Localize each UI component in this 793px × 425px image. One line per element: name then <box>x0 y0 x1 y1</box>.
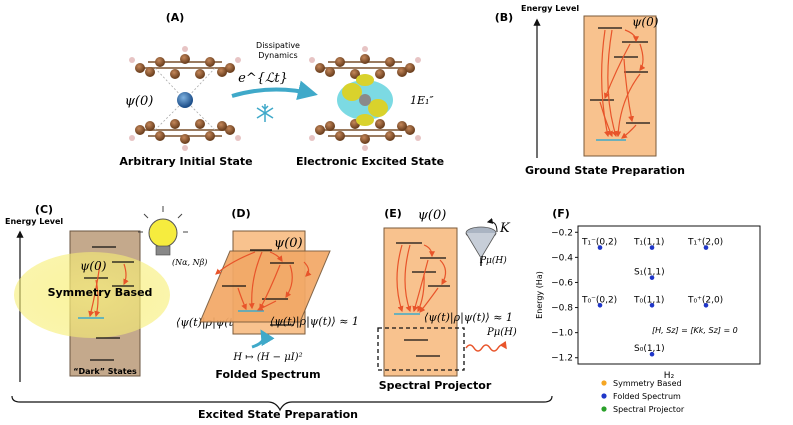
relaxation-arrows-d <box>215 251 312 311</box>
relaxation-arrows-e <box>396 244 447 313</box>
energy-axis-label-c: Energy Level <box>5 217 63 226</box>
panel-letter-d: (D) <box>231 207 250 220</box>
dissipative-label: Dissipative <box>256 41 300 50</box>
legend-entry: Symmetry Based <box>613 379 682 388</box>
light-bulb-icon <box>138 206 188 256</box>
point-label: T₁(1,1) <box>633 238 664 248</box>
k-arrow <box>486 218 498 233</box>
energy-levels-b <box>590 27 650 124</box>
k-label: K <box>499 221 511 236</box>
excited-state-label: 1E₁″ <box>410 94 434 107</box>
energy-box-b <box>583 15 657 157</box>
expectation-label-d: ⟨ψ(t)|ρ|ψ(t)⟩ ≈ 1 <box>270 315 359 329</box>
legend-marker <box>601 406 607 412</box>
molecule-right <box>309 46 421 151</box>
data-point <box>649 275 655 280</box>
symmetry-glow <box>14 252 170 338</box>
data-point <box>649 351 655 357</box>
point-label: S₀(1,1) <box>634 344 665 354</box>
point-label: T₀(1,1) <box>633 295 664 305</box>
x-axis-label: H₂ <box>664 371 675 381</box>
projector-label-top: Pμ(H) <box>479 255 507 266</box>
psi-label-a: ψ(0) <box>125 94 154 109</box>
data-point <box>649 302 655 308</box>
point-label: T₀⁻(0,2) <box>581 295 617 305</box>
data-point <box>703 245 709 250</box>
caption-excited-state: Electronic Excited State <box>296 155 444 168</box>
caption-folded-spectrum: Folded Spectrum <box>215 368 320 381</box>
energy-levels-c <box>84 246 134 361</box>
data-point <box>597 302 603 308</box>
projector-label-bottom: Pμ(H) <box>486 327 517 338</box>
projection-wave-arrow <box>465 340 507 352</box>
dark-states-label: “Dark” States <box>73 367 137 376</box>
snowflake-icon <box>256 104 274 122</box>
panel-a: (A) ψ(0) <box>119 11 444 168</box>
caption-spectral-projector: Spectral Projector <box>379 379 492 392</box>
legend-entry: Spectral Projector <box>613 405 685 414</box>
point-label: T₁⁺(2,0) <box>687 238 723 248</box>
point-label: T₀⁺(2,0) <box>687 295 723 305</box>
projected-out-region <box>377 327 465 371</box>
dynamics-label: Dynamics <box>258 51 297 60</box>
y-tick-label: −0.4 <box>551 253 573 263</box>
caption-ground-state: Ground State Preparation <box>525 164 685 177</box>
psi-label-e: ψ(0) <box>418 208 447 223</box>
point-label: S₁(1,1) <box>634 268 665 278</box>
bulb-quantum-numbers: (Nα, Nβ) <box>172 258 207 267</box>
point-label: T₁⁻(0,2) <box>581 238 617 248</box>
legend-marker <box>601 380 607 386</box>
caption-excited-state-preparation: Excited State Preparation <box>198 408 358 421</box>
y-axis-label: Energy (Ha) <box>535 271 544 319</box>
metal-atom-icon <box>177 92 193 108</box>
panel-d: (D) ψ(0) ⟨ψ(t)|ρ|ψ(t)⟩ ≈ 1 H ↦ (H − μI)²… <box>199 207 359 381</box>
psi-label-b: ψ(0) <box>632 15 659 29</box>
panel-e: (E) ψ(0) ⟨ψ(t)|ρ|ψ(t)⟩ ≈ 1 <box>377 207 517 392</box>
energy-chart: −0.2 −0.4 −0.6 −0.8 −1.0 −1.2 Energy (Ha) H₂ T₁⁻… <box>535 225 761 414</box>
data-point <box>597 245 603 250</box>
orbital-density-icon <box>337 74 393 126</box>
psi-label-d: ψ(0) <box>274 236 303 251</box>
expectation-label-e: ⟨ψ(t)|ρ|ψ(t)⟩ ≈ 1 <box>424 311 513 325</box>
caption-initial-state: Arbitrary Initial State <box>119 155 252 168</box>
y-tick-label: −0.2 <box>551 228 573 238</box>
legend-entry: Folded Spectrum <box>613 392 681 401</box>
data-point <box>649 245 655 250</box>
plot-frame <box>577 225 761 365</box>
excited-state-brace <box>11 395 553 412</box>
panel-letter-a: (A) <box>166 11 185 24</box>
dynamics-arrow <box>231 80 318 101</box>
y-tick-label: −0.6 <box>551 278 573 288</box>
panel-letter-e: (E) <box>384 207 402 220</box>
data-point <box>703 302 709 308</box>
fold-transform-label: H ↦ (H − μI)² <box>232 352 302 363</box>
y-tick-label: −1.2 <box>551 354 573 364</box>
panel-letter-b: (B) <box>495 11 513 24</box>
filter-funnel-icon <box>465 226 497 266</box>
operator-label: e^{ℒt} <box>238 71 288 86</box>
symmetry-based-label: Symmetry Based <box>48 286 153 299</box>
panel-b: (B) Energy Level ψ(0) Ground State Prepa… <box>495 4 685 177</box>
energy-levels-d <box>222 249 294 326</box>
commutator-annotation: [H, Sz] = [Kk, Sz] = 0 <box>652 326 738 335</box>
panel-c: (C) Energy Level ψ(0) Symmetry Based ⟨ψ(… <box>5 203 265 382</box>
relaxation-arrows-c <box>88 263 129 318</box>
relaxation-arrows-b <box>599 29 646 139</box>
legend-marker <box>601 393 607 399</box>
y-tick-label: −1.0 <box>551 329 573 339</box>
panel-letter-f: (F) <box>552 207 570 220</box>
fold-transform-arrow <box>251 329 275 349</box>
energy-levels-e <box>396 242 450 357</box>
molecule-left <box>129 46 241 151</box>
psi-label-c: ψ(0) <box>80 259 107 273</box>
y-tick-label: −0.8 <box>551 304 573 314</box>
energy-box-e <box>383 227 458 377</box>
energy-axis-label-b: Energy Level <box>521 4 579 13</box>
folded-plane <box>199 250 331 323</box>
panel-f: (F) −0.2 −0.4 −0.6 −0.8 −1.0 −1.2 Energy (Ha) H… <box>535 207 761 414</box>
panel-letter-c: (C) <box>35 203 53 216</box>
